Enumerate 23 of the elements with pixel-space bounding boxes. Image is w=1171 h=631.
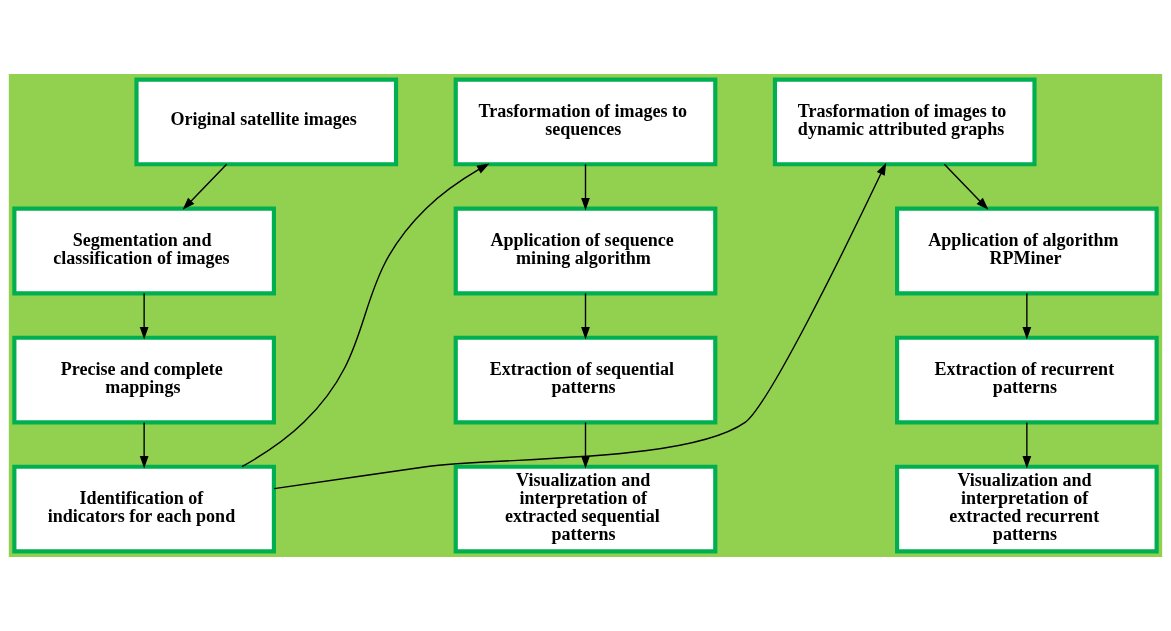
node-box: Precise and complete mappings <box>12 335 276 425</box>
arrow <box>1022 292 1032 340</box>
arrow <box>581 421 590 469</box>
arrow <box>139 292 149 340</box>
node-box: Original satellite images <box>134 77 399 167</box>
arrow <box>943 163 989 210</box>
arrow <box>241 163 490 468</box>
node-box: Identification of indicators for each pond <box>12 464 276 554</box>
node-box: Application of sequence mining algorithm <box>453 206 718 296</box>
arrow <box>1022 421 1032 469</box>
node-box: Trasformation of images to dynamic attributed graphs <box>772 77 1037 167</box>
node-box: Extraction of sequential patterns <box>453 335 718 425</box>
node-box: Application of algorithm RPMiner <box>895 206 1159 296</box>
node-box: Trasformation of images to sequences <box>453 77 718 167</box>
arrow <box>182 163 228 210</box>
arrow <box>273 162 887 490</box>
node-box: Segmentation and classification of images <box>12 206 276 296</box>
arrow <box>581 292 590 340</box>
node-box: Visualization and interpretation of extracted sequential patterns <box>453 464 718 554</box>
arrow <box>581 163 590 211</box>
node-box: Extraction of recurrent patterns <box>895 335 1159 425</box>
node-box: Visualization and interpretation of extracted recurrent patterns <box>895 464 1159 554</box>
arrow <box>139 421 149 469</box>
